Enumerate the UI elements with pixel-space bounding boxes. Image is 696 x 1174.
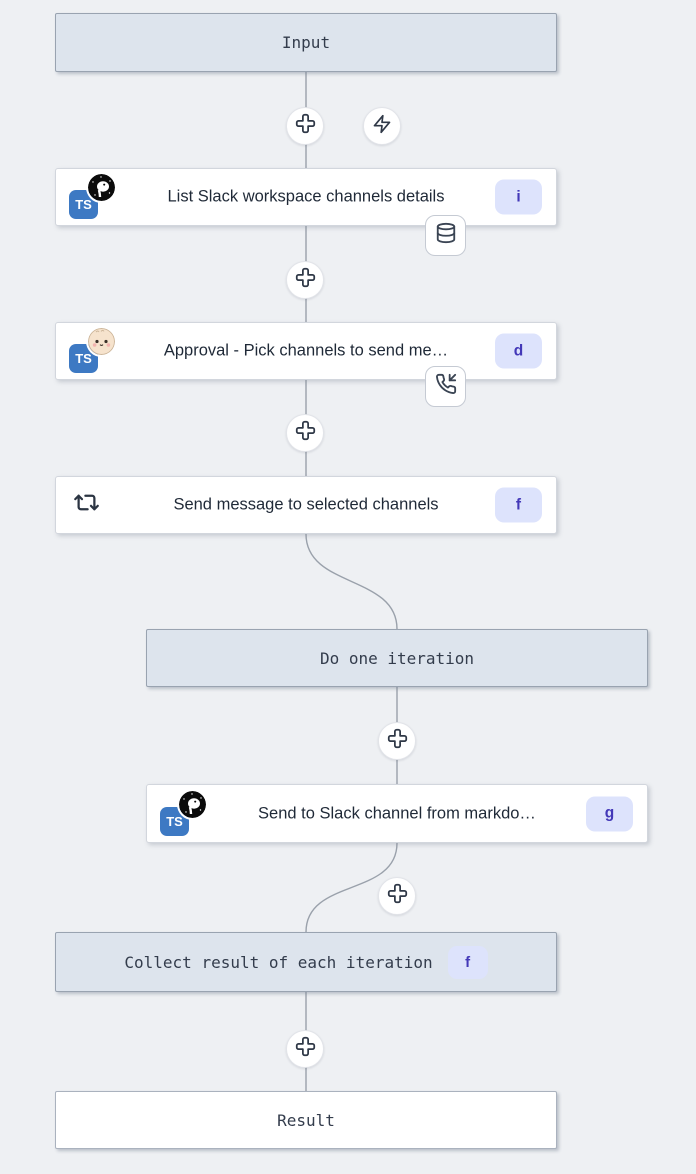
suspend-approval-button[interactable] — [425, 366, 466, 407]
plus-icon — [387, 728, 408, 754]
collect-id-badge: f — [447, 945, 488, 979]
plus-icon — [295, 1036, 316, 1062]
iteration-header-box[interactable]: Do one iteration — [146, 629, 648, 687]
collect-result-box[interactable]: Collect result of each iteration f — [55, 932, 557, 992]
step-language-icon: TS — [69, 328, 117, 374]
step-node-list-slack-channels[interactable]: TS List Slack workspace channels details… — [55, 168, 557, 226]
step-id-badge: d — [495, 333, 542, 369]
add-step-button-6[interactable] — [286, 1030, 324, 1068]
bun-runtime-icon — [88, 328, 115, 355]
step-language-icon: TS — [69, 174, 117, 220]
add-step-button-2[interactable] — [286, 261, 324, 299]
iteration-header-label: Do one iteration — [319, 648, 475, 668]
phone-incoming-icon — [435, 373, 457, 400]
repeat-icon — [73, 489, 100, 521]
plus-icon — [295, 420, 316, 446]
cache-button[interactable] — [425, 215, 466, 256]
step-id-badge: g — [586, 796, 633, 831]
plus-icon — [387, 883, 408, 909]
input-box[interactable]: Input — [55, 13, 557, 72]
step-node-send-to-slack-channel[interactable]: TS Send to Slack channel from markdo… g — [146, 784, 648, 843]
add-step-button-1[interactable] — [286, 107, 324, 145]
step-node-approval-pick-channels[interactable]: TS Approval - Pick channels to send me… … — [55, 322, 557, 380]
step-label: Send message to selected channels — [173, 495, 439, 514]
zap-icon — [372, 114, 392, 139]
step-label: List Slack workspace channels details — [167, 187, 445, 206]
add-step-button-5[interactable] — [378, 877, 416, 915]
step-id-badge: f — [495, 487, 542, 523]
deno-runtime-icon — [88, 174, 115, 201]
result-box[interactable]: Result — [55, 1091, 557, 1149]
step-label: Approval - Pick channels to send me… — [163, 341, 449, 360]
plus-icon — [295, 113, 316, 139]
add-step-button-4[interactable] — [378, 722, 416, 760]
collect-result-label: Collect result of each iteration — [124, 952, 433, 972]
typescript-icon: TS — [69, 344, 98, 373]
step-label: Send to Slack channel from markdo… — [258, 804, 536, 822]
result-label: Result — [277, 1110, 335, 1130]
trigger-button[interactable] — [363, 107, 401, 145]
step-node-send-message-loop[interactable]: Send message to selected channels f — [55, 476, 557, 534]
step-language-icon: TS — [160, 790, 208, 837]
input-label: Input — [281, 33, 331, 52]
plus-icon — [295, 267, 316, 293]
add-step-button-3[interactable] — [286, 414, 324, 452]
deno-runtime-icon — [179, 790, 206, 818]
database-icon — [435, 222, 457, 249]
step-id-badge: i — [495, 179, 542, 215]
